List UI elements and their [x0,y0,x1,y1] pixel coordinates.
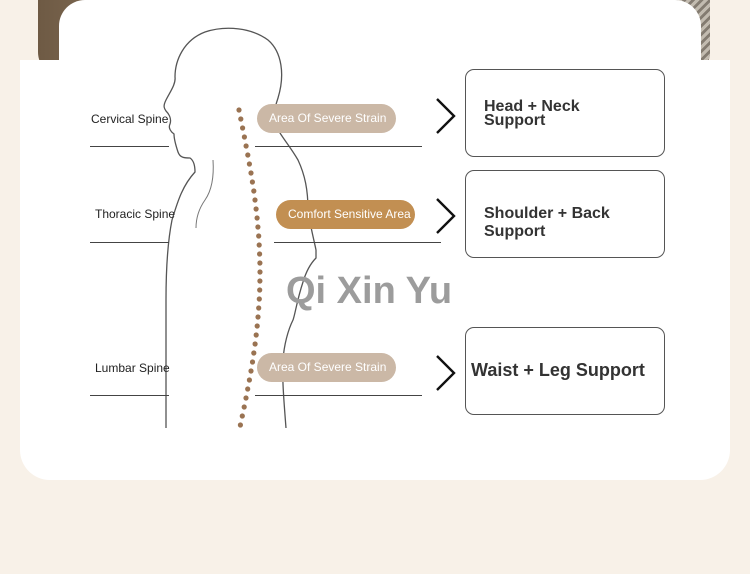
spine-dots [236,107,263,428]
spine-dot [257,278,263,284]
spine-dot [251,350,257,356]
pill-severe-strain-top: Area Of Severe Strain [257,104,396,133]
label-lumbar-spine: Lumbar Spine [95,361,170,375]
spine-dot [237,422,243,428]
box-shoulder-back-support: Shoulder + Back Support [465,170,665,258]
spine-dot [251,188,257,194]
spine-dot [254,323,260,329]
spine-dot [255,314,261,320]
watermark: Qi Xin Yu [286,270,453,312]
label-cervical-spine: Cervical Spine [91,112,169,126]
spine-dot [254,215,260,221]
spine-dot [248,170,254,176]
pill-comfort-sensitive: Comfort Sensitive Area [276,200,415,229]
spine-dot [241,404,247,410]
spine-dot [256,233,262,239]
spine-dot [246,377,252,383]
spine-dot [248,368,254,374]
body-outline-inner [195,159,214,229]
chevron-right-icon [436,198,456,234]
spine-dot [252,341,258,347]
spine-dot [236,107,242,113]
spine-dot [257,260,263,266]
spine-dot [243,395,249,401]
spine-dot [256,305,262,311]
spine-dot [256,296,262,302]
spine-dot [240,125,246,131]
spine-dot [245,152,251,158]
spine-dot [239,413,245,419]
rule-thoracic-right [274,242,441,243]
spine-dot [245,386,251,392]
rule-cervical-right [255,146,422,147]
chevron-right-icon [436,98,456,134]
spine-dot [257,269,263,275]
spine-dot [246,161,252,167]
spine-dot [253,332,259,338]
box-shoulder-back-label: Shoulder + Back Support [484,205,610,240]
spine-dot [249,359,256,365]
spine-dot [238,116,244,122]
rule-thoracic-left [90,242,169,243]
spine-dot [241,134,247,140]
box-head-neck-line1: Head + Neck [484,98,580,115]
spine-dot [257,251,263,257]
rule-lumbar-right [255,395,422,396]
spine-dot [257,287,263,293]
spine-dot [243,143,249,149]
spine-dot [255,224,261,230]
box-waist-leg-label: Waist + Leg Support [471,360,645,380]
spine-dot [252,197,258,203]
label-thoracic-spine: Thoracic Spine [95,207,176,221]
pill-severe-strain-bottom: Area Of Severe Strain [257,353,396,382]
rule-cervical-left [90,146,169,147]
spine-dot [253,206,259,212]
spine-dot [249,179,255,185]
rule-lumbar-left [90,395,169,396]
chevron-right-icon [436,355,456,391]
box-head-neck-line2: Support [484,112,546,129]
box-waist-leg-support: Waist + Leg Support [465,327,665,415]
spine-dot [256,242,262,248]
box-head-neck-support: Head + Neck Support [465,69,665,157]
